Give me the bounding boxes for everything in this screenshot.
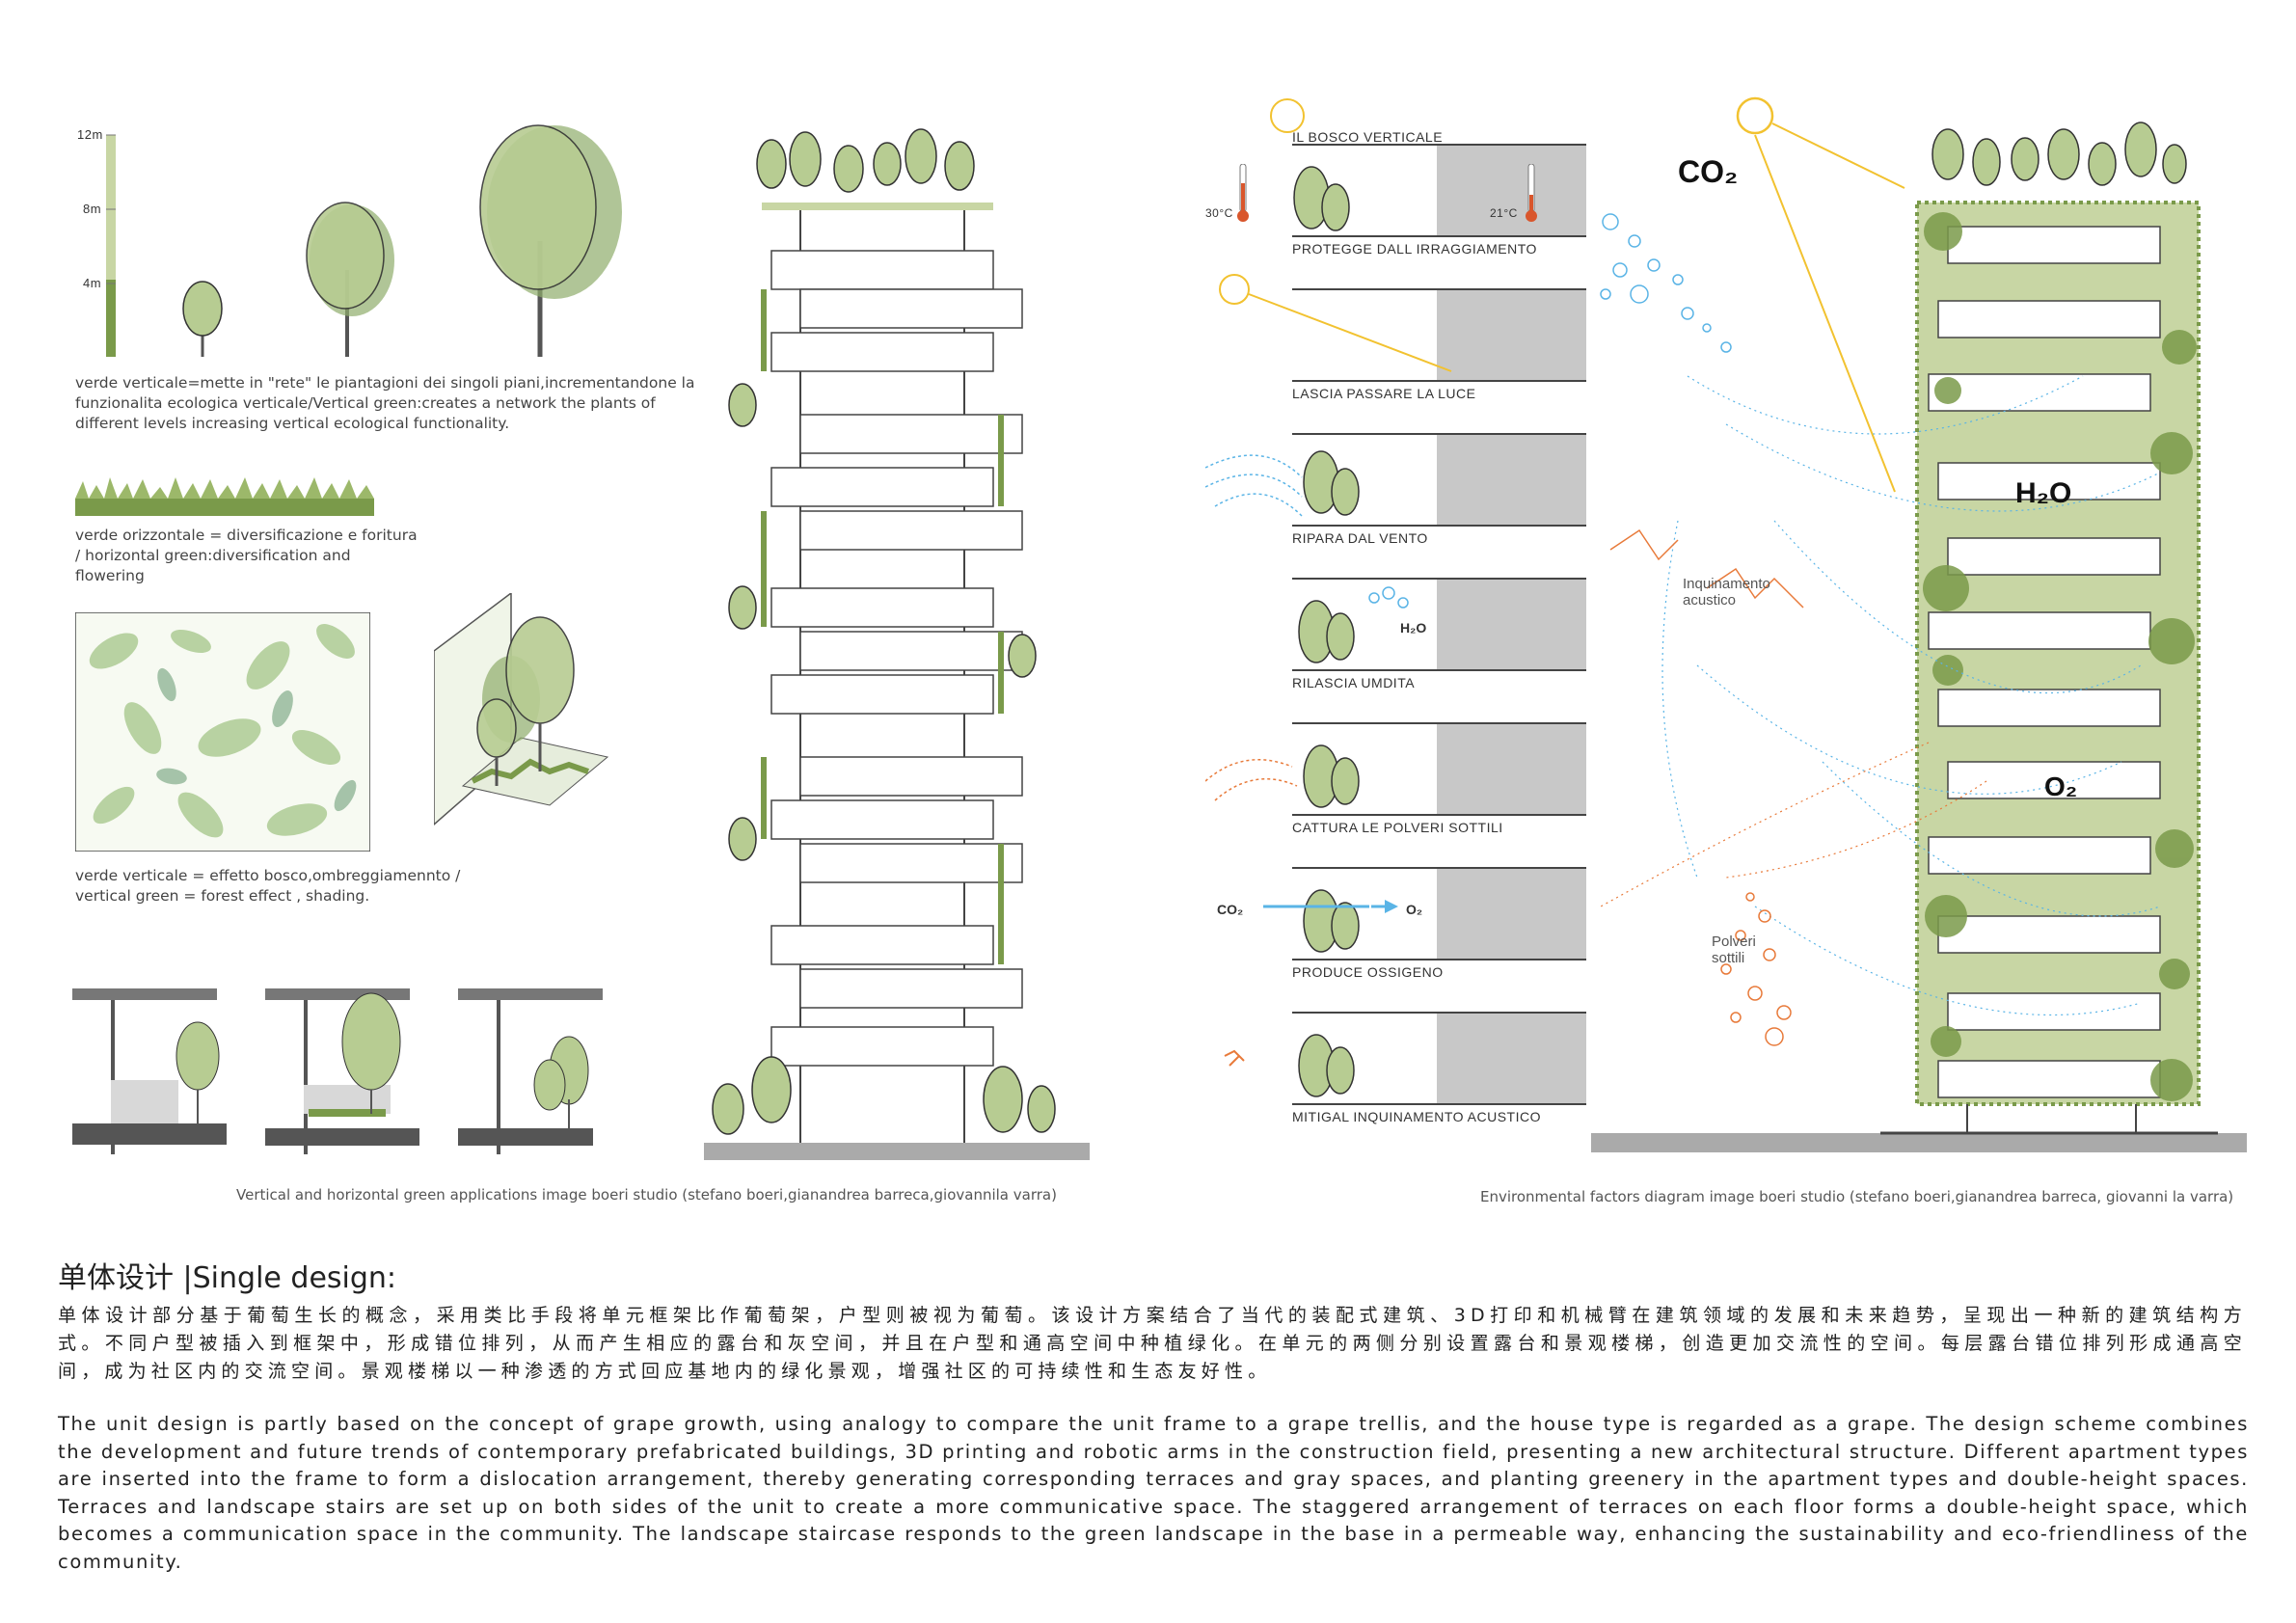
note-forest: verde verticale = effetto bosco,ombreggi… [75, 867, 461, 905]
grass-strip [75, 477, 374, 516]
thermometer-cool-icon [1526, 164, 1537, 222]
section-text-en: The unit design is partly based on the c… [58, 1413, 2249, 1573]
environment-diagram [1591, 96, 2247, 1152]
panel-label-5: CATTURA LE POLVERI SOTTILI [1292, 820, 1503, 835]
note-horizontal: verde orizzontale = diversificazione e f… [75, 527, 418, 584]
terrace-sections [72, 988, 603, 1154]
temp-hot: 30°C [1205, 206, 1233, 220]
tree-growth-figure [106, 124, 622, 357]
noise-label: Inquinamento acustico [1683, 576, 1770, 609]
big-h2o: H₂O [2015, 477, 2072, 509]
panel-label-1: PROTEGGE DALL IRRAGGIAMENTO [1292, 241, 1537, 257]
dust-label: Polveri sottili [1712, 933, 1756, 966]
tree-icon [306, 202, 385, 310]
panel-label-4: RILASCIA UMDITA [1292, 675, 1416, 690]
environment-panels [1205, 98, 1586, 1105]
thermometer-hot-icon [1237, 164, 1249, 222]
forest-effect-figure [434, 593, 609, 825]
big-co2: CO₂ [1678, 154, 1739, 189]
small-co2: CO₂ [1217, 902, 1244, 917]
scale-label-12m: 12m [77, 127, 103, 142]
green-tower-elevation [704, 128, 1090, 1160]
panel-label-3: RIPARA DAL VENTO [1292, 530, 1428, 546]
big-o2: O₂ [2044, 771, 2078, 801]
scale-label-8m: 8m [83, 202, 102, 216]
tree-icon [479, 124, 597, 290]
section-title: 单体设计 |Single design: [58, 1261, 397, 1295]
panel-label-0: IL BOSCO VERTICALE [1292, 129, 1444, 145]
panel-label-7: MITIGAL INQUINAMENTO ACUSTICO [1292, 1109, 1541, 1124]
section-text-cn: 单体设计部分基于葡萄生长的概念，采用类比手段将单元框架比作葡萄架，户型则被视为葡… [58, 1305, 2247, 1382]
caption-left: Vertical and horizontal green applicatio… [236, 1186, 1057, 1204]
leaf-pattern [75, 612, 370, 852]
tree-icon [182, 281, 223, 337]
caption-right: Environmental factors diagram image boer… [1480, 1188, 2234, 1205]
small-o2: O₂ [1406, 902, 1423, 917]
small-h2o: H₂O [1400, 620, 1427, 636]
note-vertical-network: verde verticale=mette in "rete" le piant… [75, 374, 695, 432]
panel-label-6: PRODUCE OSSIGENO [1292, 964, 1444, 980]
panel-label-2: LASCIA PASSARE LA LUCE [1292, 386, 1476, 401]
temp-cool: 21°C [1490, 206, 1518, 220]
scale-label-4m: 4m [83, 276, 102, 290]
